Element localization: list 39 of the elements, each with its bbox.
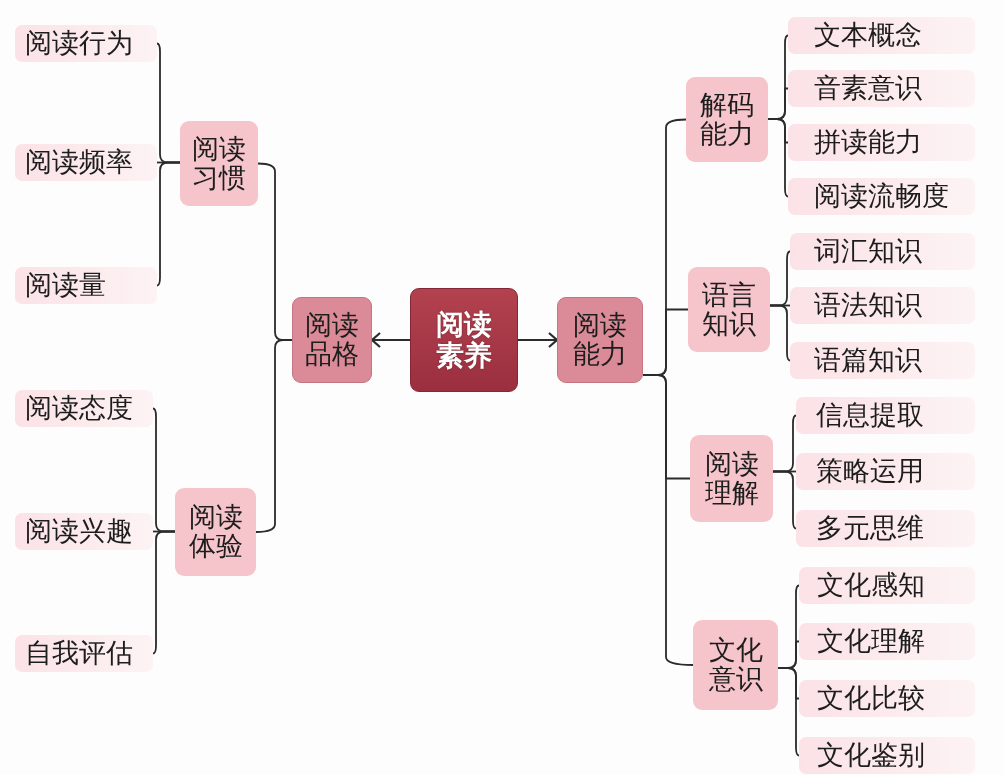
category-box: 阅读品格 xyxy=(292,297,372,383)
item-box: 信息提取 xyxy=(796,397,975,434)
item-box: 文本概念 xyxy=(788,17,975,54)
subcategory-box: 文化意识 xyxy=(693,620,778,710)
brace-connector xyxy=(767,118,789,198)
item-box: 文化比较 xyxy=(799,680,975,717)
subcategory-box: 阅读习惯 xyxy=(180,121,258,206)
item-box: 阅读量 xyxy=(15,267,157,304)
item-box: 语篇知识 xyxy=(790,342,975,379)
category-box: 阅读能力 xyxy=(557,297,643,383)
arrow xyxy=(370,331,411,349)
brace-connector xyxy=(255,339,293,533)
brace-connector xyxy=(156,161,181,287)
brace-connector xyxy=(152,530,176,655)
item-box: 阅读行为 xyxy=(15,25,157,62)
item-box: 策略运用 xyxy=(796,453,975,490)
brace-connector xyxy=(642,374,694,666)
arrow xyxy=(517,331,559,349)
item-box: 阅读频率 xyxy=(15,144,157,181)
item-box: 阅读流畅度 xyxy=(788,178,975,215)
subcategory-box: 语言知识 xyxy=(688,267,770,352)
item-box: 文化鉴别 xyxy=(799,737,975,774)
core-concept-box: 阅读素养 xyxy=(410,288,518,392)
subcategory-box: 解码能力 xyxy=(686,77,768,162)
item-box: 阅读兴趣 xyxy=(15,513,153,550)
brace-connector xyxy=(769,304,791,362)
item-box: 文化理解 xyxy=(799,623,975,660)
brace-connector xyxy=(777,667,800,757)
item-box: 拼读能力 xyxy=(788,124,975,161)
item-box: 阅读态度 xyxy=(15,390,153,427)
item-box: 文化感知 xyxy=(799,567,975,604)
item-box: 自我评估 xyxy=(15,635,153,672)
item-box: 音素意识 xyxy=(788,70,975,107)
subcategory-box: 阅读理解 xyxy=(690,435,773,522)
brace-connector xyxy=(772,470,797,530)
item-box: 多元思维 xyxy=(796,510,975,547)
subcategory-box: 阅读体验 xyxy=(175,488,256,576)
item-box: 词汇知识 xyxy=(790,233,975,270)
item-box: 语法知识 xyxy=(790,287,975,324)
